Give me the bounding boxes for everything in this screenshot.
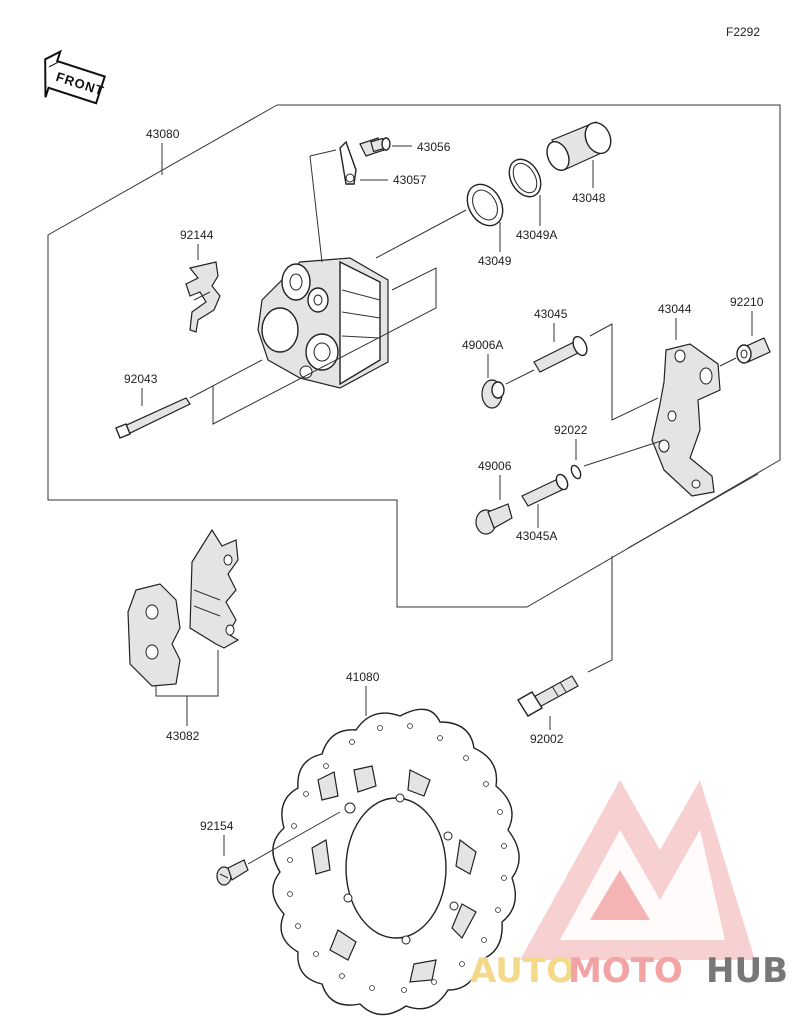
label-92210: 92210 [730,295,764,309]
watermark-logo: AUTO MOTO HUB [470,780,788,991]
label-92043: 92043 [124,372,158,386]
screw-92154 [216,859,249,886]
pad-pin-92043 [115,397,191,439]
label-49006A: 49006A [462,338,503,352]
label-92022: 92022 [554,423,588,437]
boot-49006 [475,503,513,535]
watermark-hub: HUB [706,951,788,991]
label-43044: 43044 [658,302,692,316]
label-41080: 41080 [346,670,380,684]
caliper-bracket-43044 [651,343,721,497]
label-43057: 43057 [393,173,427,187]
label-92002: 92002 [530,732,564,746]
boot-49006A [481,379,505,409]
label-92144: 92144 [180,228,214,242]
label-43080: 43080 [146,127,180,141]
front-arrow-icon: FRONT [44,49,106,105]
slide-pin-43045A [521,473,569,507]
piston-seal-43049 [466,183,504,227]
brake-pads-43082 [127,528,240,687]
disc-drill-holes [287,723,507,993]
caliper-body [257,257,389,389]
label-43045: 43045 [534,307,568,321]
caliper-assembly-outline [47,104,781,608]
label-49006: 49006 [478,459,512,473]
ring-92022 [570,464,582,480]
label-43056: 43056 [417,140,451,154]
label-43082: 43082 [166,729,200,743]
label-43045A: 43045A [516,529,557,543]
watermark-moto: MOTO [568,951,683,991]
label-43049A: 43049A [516,228,557,242]
brake-disc-41080 [272,708,520,1016]
bleeder-valve-43056 [359,137,391,157]
piston-43048 [546,121,612,171]
label-43049: 43049 [478,254,512,268]
dust-seal-43049A [508,158,542,198]
bleeder-cap-43057 [339,140,357,185]
bolt-92002 [517,675,579,717]
watermark-auto: AUTO [470,951,575,991]
pad-spring-92144 [185,261,221,333]
label-43048: 43048 [572,191,606,205]
slide-pin-43045 [533,335,588,373]
collar-92210 [736,337,771,364]
label-92154: 92154 [200,819,234,833]
figure-code: F2292 [726,25,760,39]
